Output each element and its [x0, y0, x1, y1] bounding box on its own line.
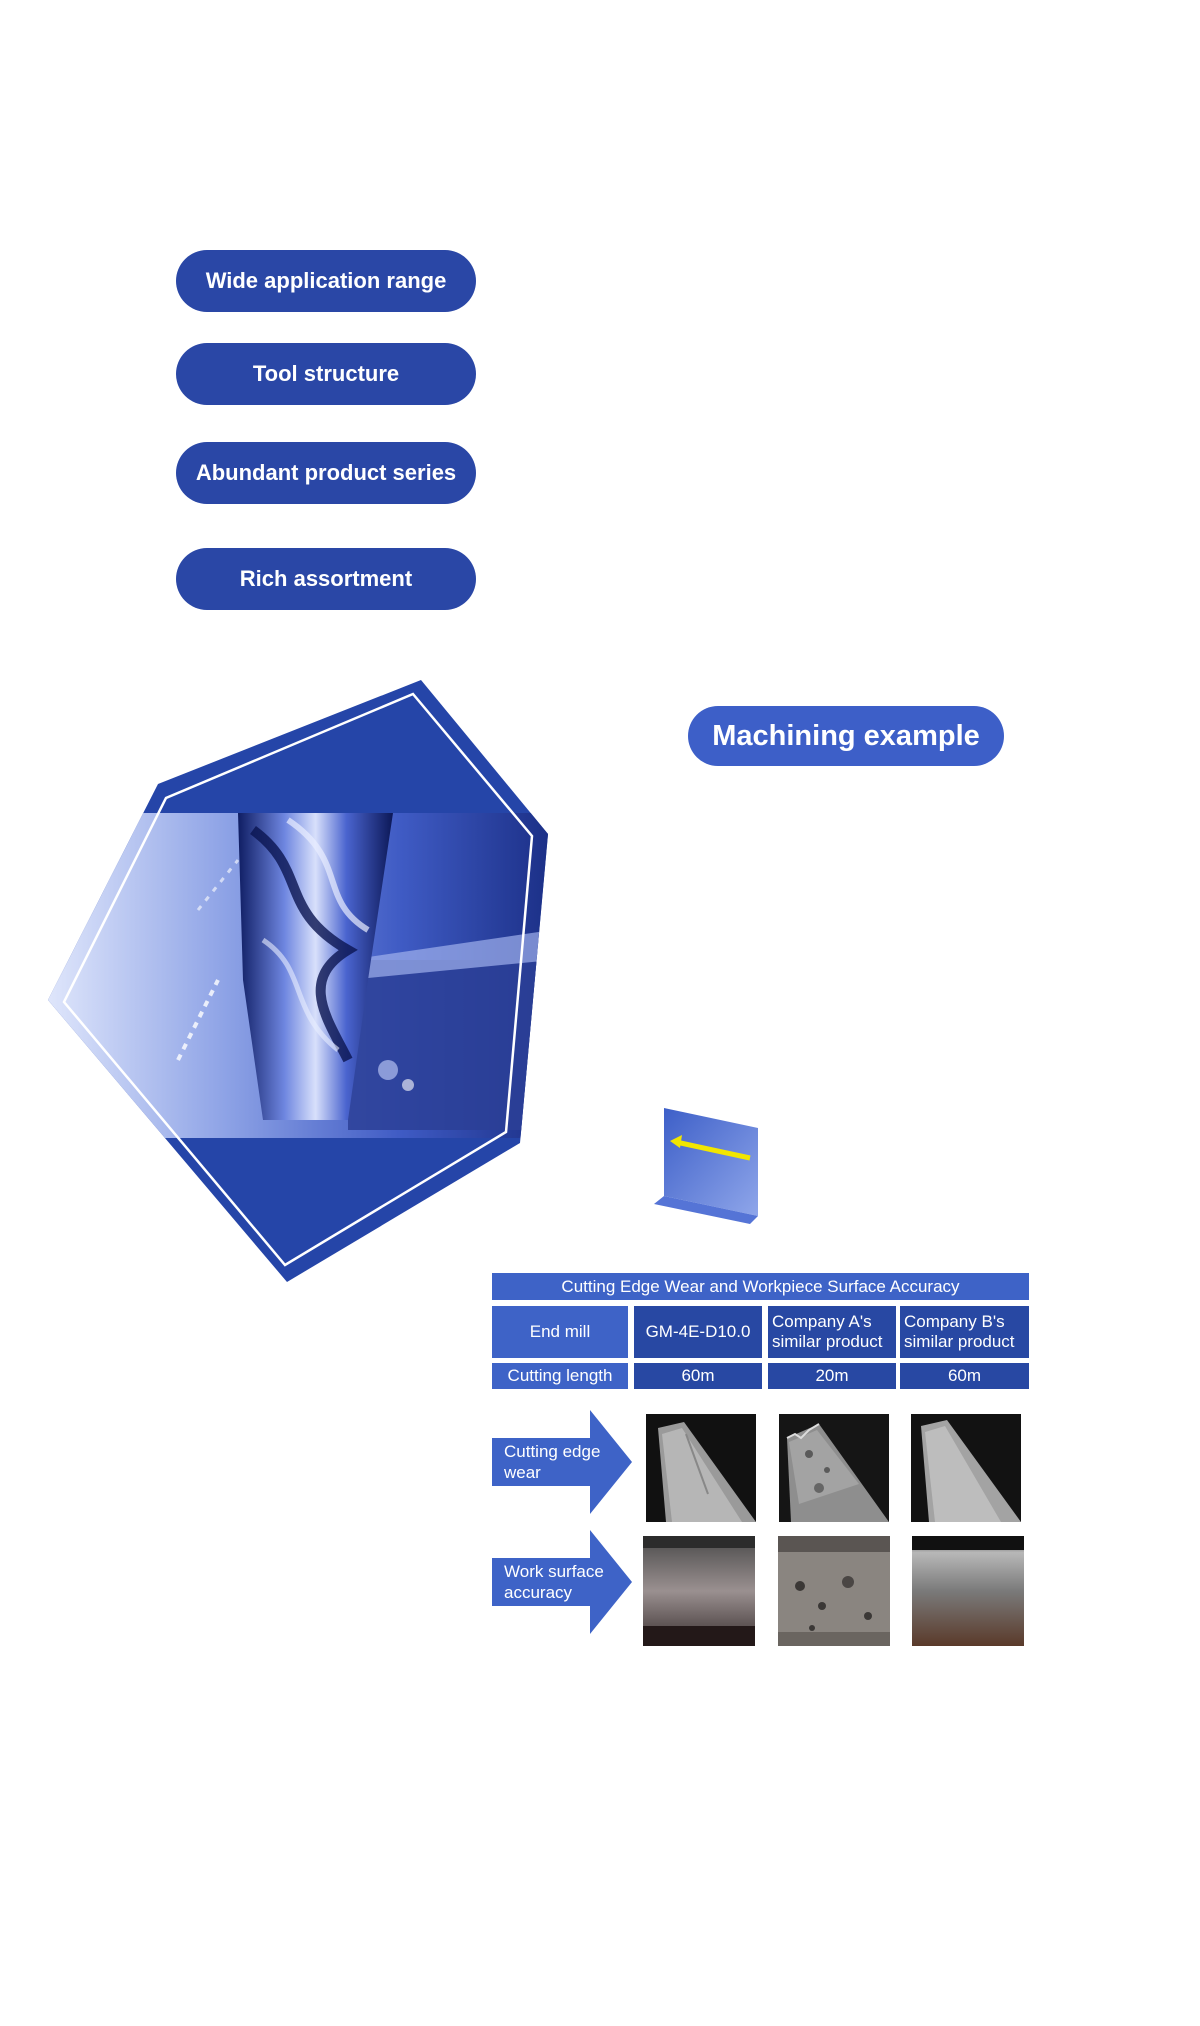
feature-pill-tool-structure[interactable]: Tool structure	[176, 343, 476, 405]
column-header-company-a: Company A's similar product	[768, 1306, 896, 1358]
yellow-arrow-icon	[670, 1135, 682, 1148]
feature-pill-label: Abundant product series	[195, 460, 457, 485]
feature-pill-wide-application-range[interactable]: Wide application range	[176, 250, 476, 312]
yellow-direction-arrow-line	[675, 1139, 751, 1161]
column-header-company-b: Company B's similar product	[900, 1306, 1029, 1358]
row-label-cutting-length: Cutting length	[492, 1363, 628, 1389]
table-title: Cutting Edge Wear and Workpiece Surface …	[492, 1273, 1029, 1300]
cutting-length-company-b: 60m	[900, 1363, 1029, 1389]
workpiece-diagram	[652, 1108, 764, 1228]
feature-pill-label: Wide application range	[205, 268, 447, 293]
feature-pill-abundant-product-series[interactable]: Abundant product series	[176, 442, 476, 504]
column-header-gm: GM-4E-D10.0	[634, 1306, 762, 1358]
feature-pill-label: Tool structure	[252, 361, 400, 386]
wear-photo-company-b	[911, 1414, 1021, 1522]
feature-pill-label: Rich assortment	[239, 566, 413, 591]
row-label-end-mill: End mill	[492, 1306, 628, 1358]
wear-photo-company-a	[779, 1414, 889, 1522]
cutting-length-gm: 60m	[634, 1363, 762, 1389]
surface-photo-company-b	[912, 1536, 1024, 1646]
work-surface-accuracy-arrow: Work surface accuracy	[492, 1530, 632, 1634]
wear-photo-gm	[646, 1414, 756, 1522]
cutting-length-company-a: 20m	[768, 1363, 896, 1389]
feature-pill-rich-assortment[interactable]: Rich assortment	[176, 548, 476, 610]
machining-example-label: Machining example	[712, 719, 980, 752]
end-mill-hexagon-image	[48, 680, 552, 1282]
cutting-edge-wear-arrow: Cutting edge wear	[492, 1410, 632, 1514]
surface-photo-gm	[643, 1536, 755, 1646]
surface-photo-company-a	[778, 1536, 890, 1646]
machining-example-button[interactable]: Machining example	[688, 706, 1004, 766]
